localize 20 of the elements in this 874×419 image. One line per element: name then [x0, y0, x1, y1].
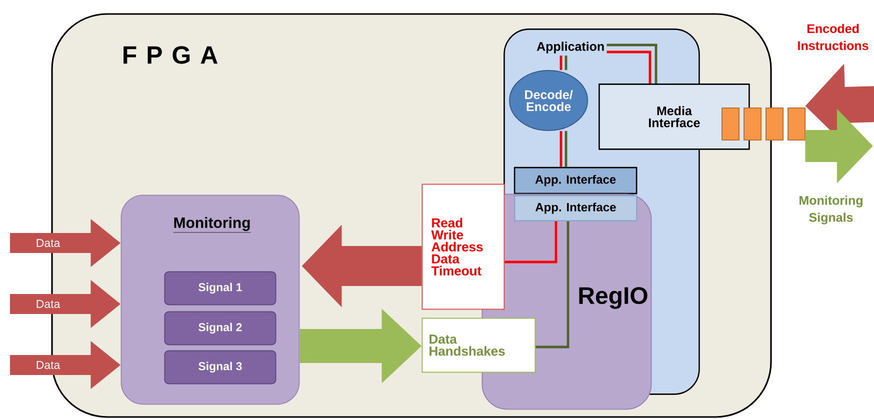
- signal-line: [606, 44, 658, 84]
- interface-bar: App. Interface: [514, 166, 638, 194]
- signal-line: [560, 56, 562, 70]
- signal-list-box: Read Write Address Data Timeout: [422, 184, 505, 310]
- signal-line: [536, 221, 570, 348]
- signal-line: [564, 131, 568, 167]
- interface-bar: App. Interface: [514, 195, 638, 222]
- signal-line: [504, 221, 558, 264]
- interface-box: Media Interface: [598, 84, 750, 150]
- signal-line: [564, 56, 568, 70]
- edge-label: Encoded Instructions: [798, 24, 868, 50]
- block-label: Application: [536, 42, 604, 54]
- signal-line: [606, 50, 652, 84]
- signal-box: Signal 2: [164, 311, 276, 346]
- signal-box: Signal 1: [164, 271, 276, 306]
- fifo-drawing: [722, 108, 806, 140]
- signal-list-box: Data Handshakes: [422, 318, 536, 373]
- signal-box: Signal 3: [164, 350, 276, 384]
- signal-line: [560, 131, 562, 167]
- edge-label: Monitoring Signals: [800, 196, 862, 224]
